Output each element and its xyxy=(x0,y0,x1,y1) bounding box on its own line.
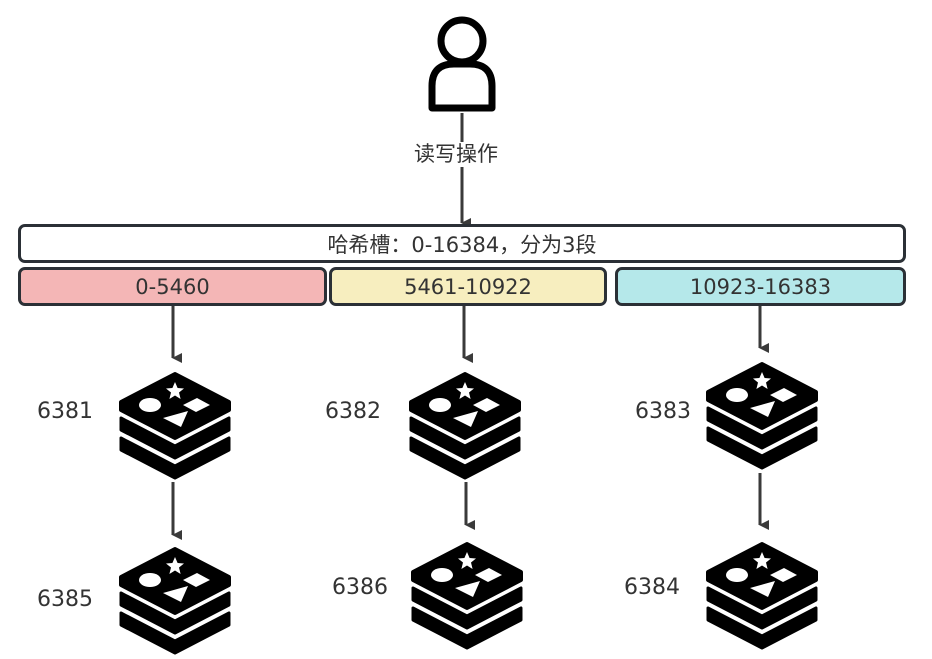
slot-segment-range: 10923-16383 xyxy=(689,274,832,299)
redis-icon-replica-1 xyxy=(119,547,231,655)
redis-icon-master-1 xyxy=(119,372,231,480)
redis-icon-master-3 xyxy=(706,362,818,470)
hash-slot-bar: 哈希槽：0-16384，分为3段 xyxy=(18,224,906,263)
replica-port-label: 6384 xyxy=(624,575,680,600)
master-port-label: 6383 xyxy=(635,399,691,424)
hash-slot-title: 哈希槽：0-16384，分为3段 xyxy=(327,232,597,257)
redis-icon-replica-3 xyxy=(706,542,818,650)
slot-segment-1: 0-5460 xyxy=(18,267,327,306)
redis-icon-master-2 xyxy=(409,372,521,480)
slot-segment-2: 5461-10922 xyxy=(329,267,607,306)
slot-segment-range: 5461-10922 xyxy=(404,274,532,299)
replica-port-label: 6385 xyxy=(37,587,93,612)
operation-label: 读写操作 xyxy=(414,142,498,167)
slot-segment-3: 10923-16383 xyxy=(615,267,906,306)
replica-port-label: 6386 xyxy=(332,575,388,600)
master-port-label: 6382 xyxy=(325,399,381,424)
master-port-label: 6381 xyxy=(37,399,93,424)
slot-segment-range: 0-5460 xyxy=(135,274,210,299)
user-icon xyxy=(428,16,496,112)
redis-icon-replica-2 xyxy=(411,542,523,650)
